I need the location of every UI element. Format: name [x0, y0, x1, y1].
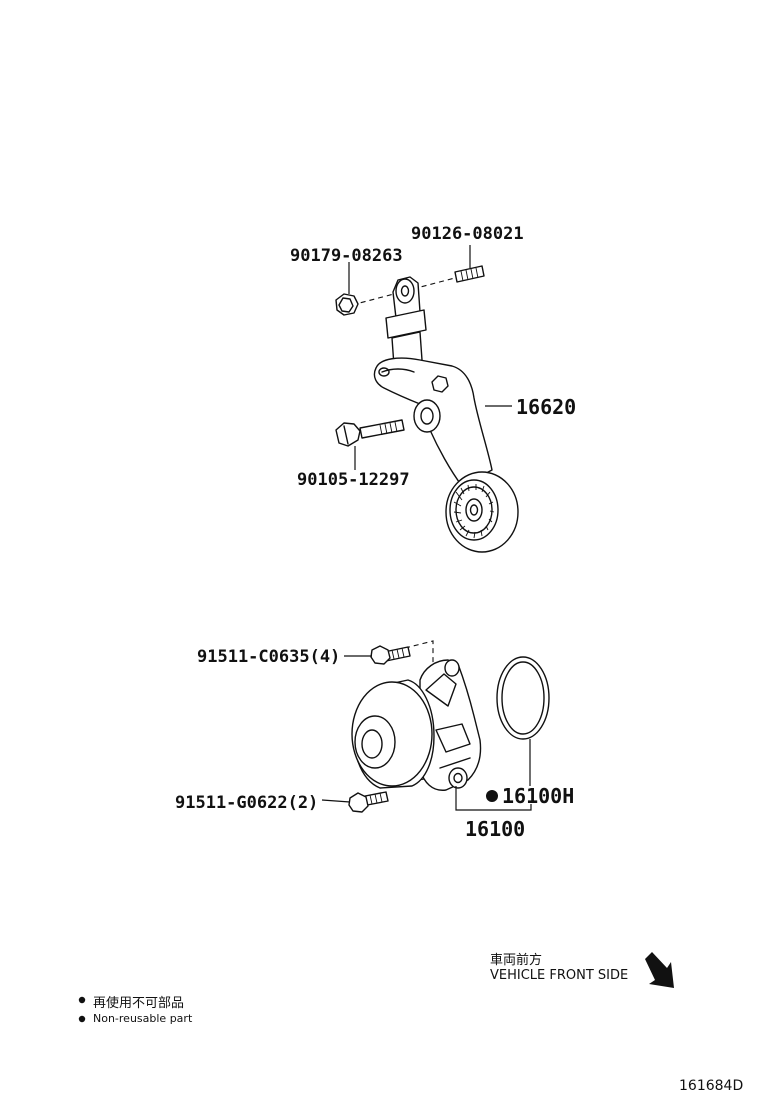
upper-flange-bolt-part	[370, 645, 411, 665]
flange-nut-part	[335, 293, 359, 316]
label-gasket-part-number: 16100H	[502, 784, 574, 808]
nonreusable-mark-icon	[486, 790, 498, 802]
label-upper-bolt-part-number: 91511-C0635(4)	[197, 647, 340, 667]
legend-dot-icon	[78, 1015, 86, 1023]
vehicle-front-label-jp: 車両前方	[490, 953, 543, 968]
nonreusable-legend-en: Non-reusable part	[93, 1012, 193, 1025]
legend-dot-icon	[78, 996, 86, 1004]
o-ring-gasket-part	[496, 656, 550, 740]
figure-id: 161684D	[679, 1078, 744, 1094]
water-pump-assembly-drawing	[348, 640, 550, 813]
lower-flange-bolt-part	[348, 791, 389, 813]
label-lower-bolt-part-number: 91511-G0622(2)	[175, 793, 318, 813]
belt-tensioner-part	[373, 276, 519, 553]
label-stud-part-number: 90126-08021	[411, 224, 524, 244]
stud-part	[454, 265, 485, 283]
nonreusable-legend-jp: 再使用不可部品	[93, 996, 185, 1011]
label-tensioner-bolt-part-number: 90105-12297	[297, 470, 410, 490]
label-nut-part-number: 90179-08263	[290, 246, 403, 266]
tensioner-assembly-drawing	[335, 265, 519, 553]
vehicle-front-label-en: VEHICLE FRONT SIDE	[490, 968, 629, 983]
water-pump-part	[351, 659, 482, 791]
label-tensioner-part-number: 16620	[516, 395, 576, 419]
label-water-pump-part-number: 16100	[465, 817, 525, 841]
vehicle-front-arrow-icon	[645, 952, 674, 988]
tensioner-bolt-part	[335, 419, 405, 447]
